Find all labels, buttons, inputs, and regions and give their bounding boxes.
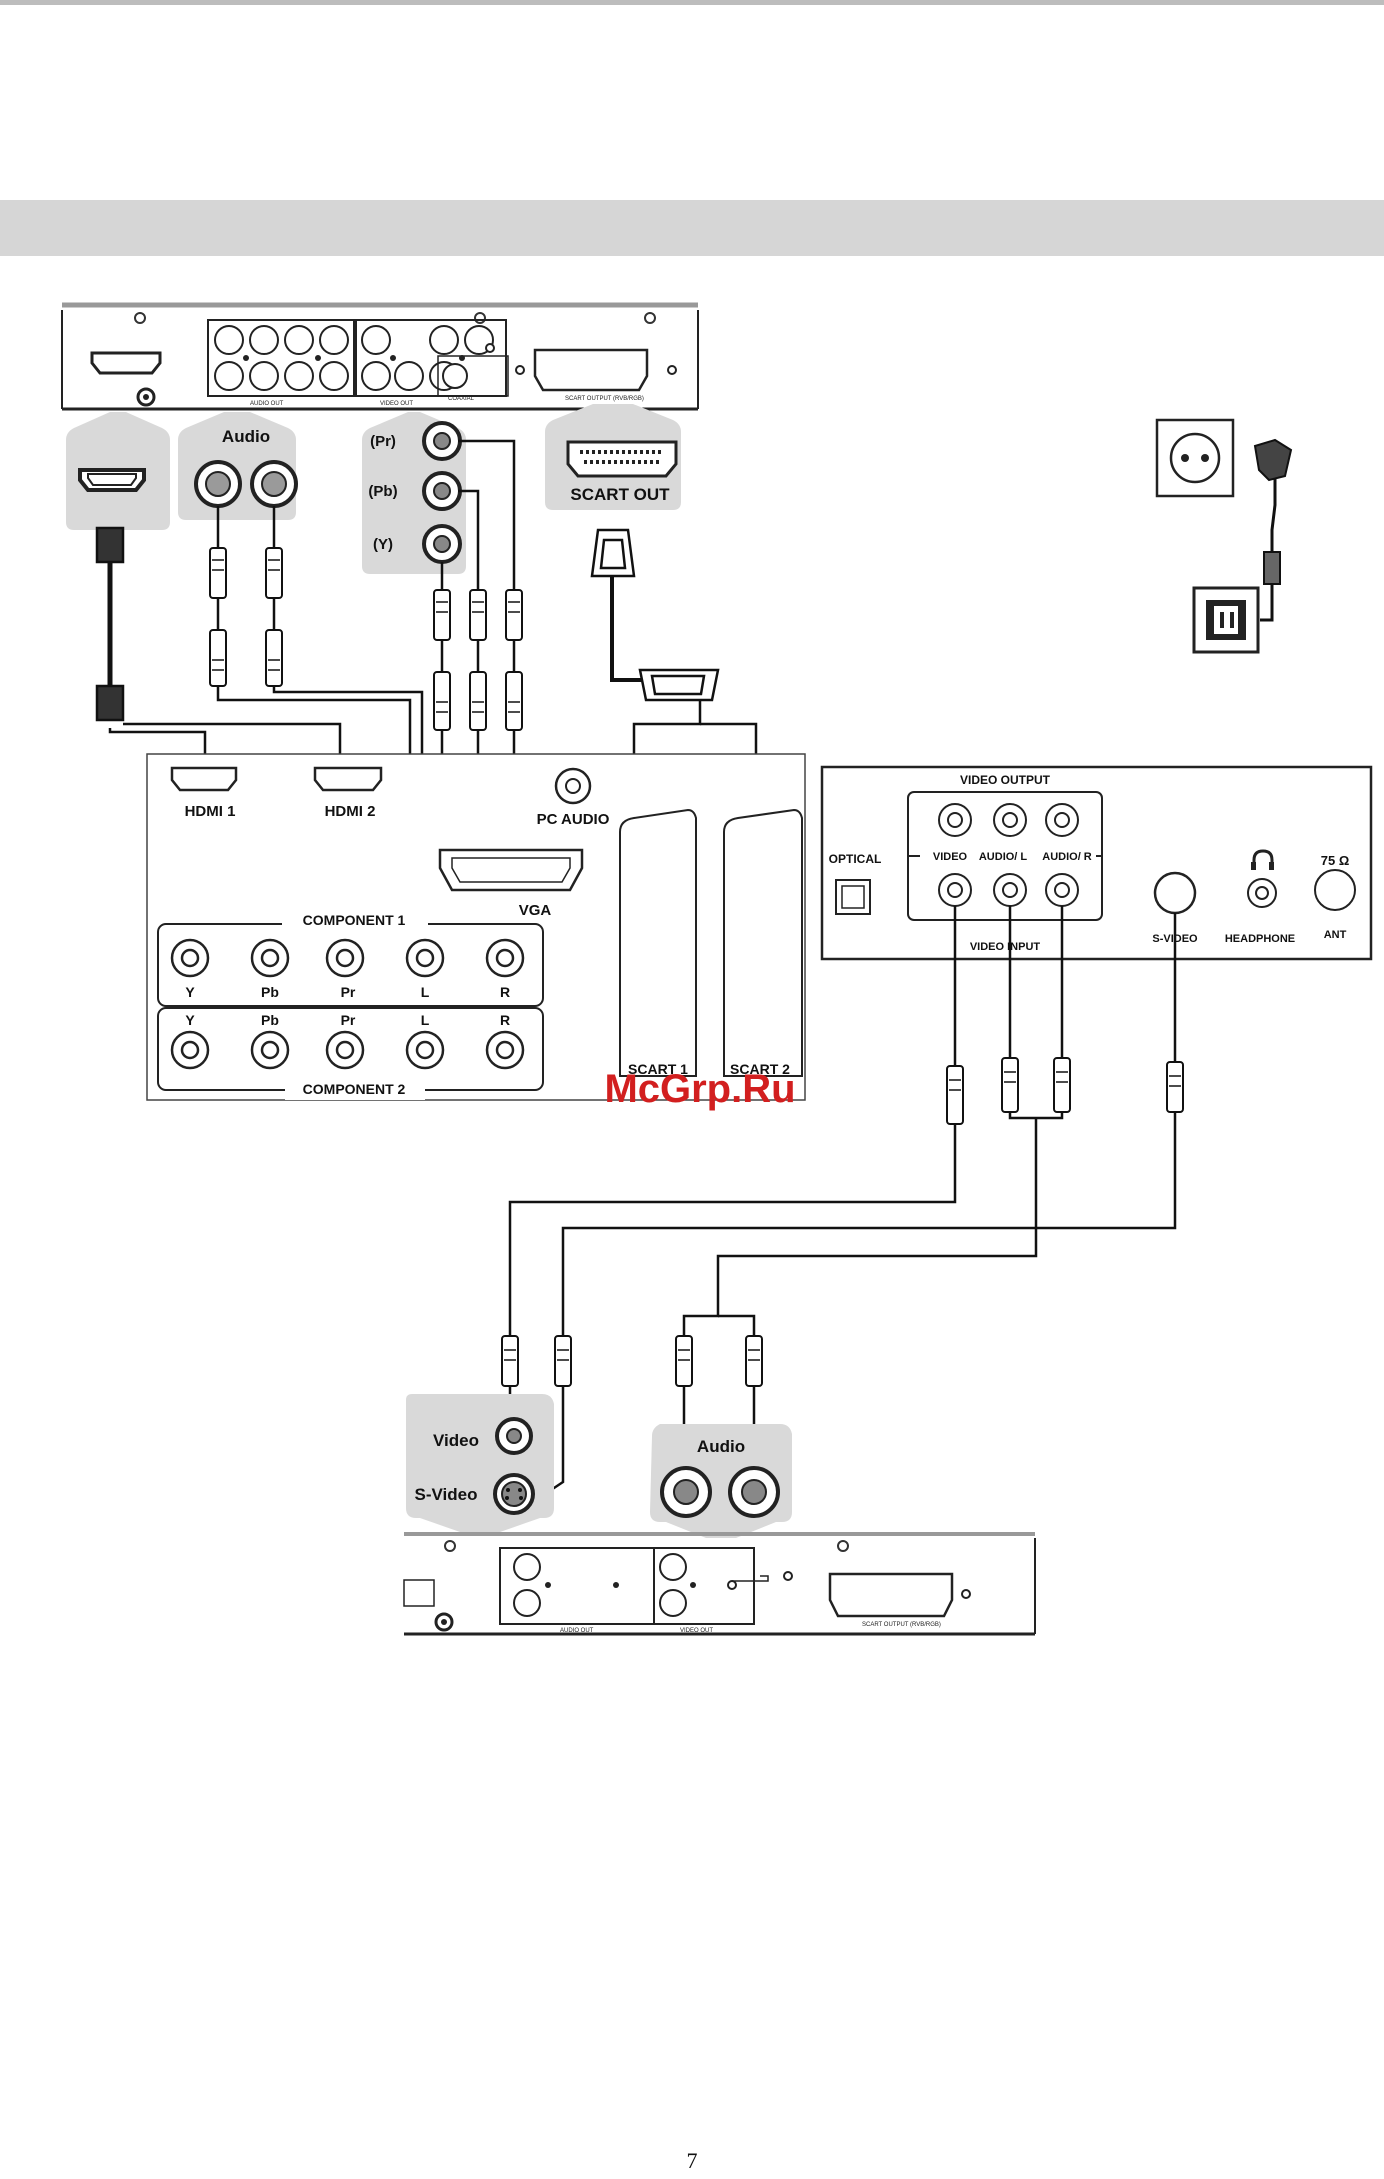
- scart-out-callout: SCART OUT: [545, 404, 681, 510]
- coaxial-small-label: COAXIAL: [448, 396, 475, 402]
- component-callout: (Pr) (Pb) (Y): [362, 412, 466, 574]
- audio-out-small-label: AUDIO OUT: [250, 401, 284, 407]
- scart-out-label: SCART OUT: [570, 485, 670, 504]
- optical-label: OPTICAL: [829, 852, 882, 866]
- tv-side-panel: VIDEO OUTPUT VIDEO AUDIO/ L AUDIO/ R VID…: [820, 765, 1373, 961]
- video-out-small-label: VIDEO OUT: [380, 401, 413, 407]
- headphone-label: HEADPHONE: [1225, 933, 1295, 945]
- power-section: [1155, 418, 1293, 654]
- power-outlet-icon: [1155, 418, 1235, 498]
- c2-pb-label: Pb: [261, 1012, 279, 1028]
- video-output-label: VIDEO OUTPUT: [960, 773, 1051, 787]
- hdmi-callout: [66, 412, 170, 530]
- hdmi1-label: HDMI 1: [185, 803, 236, 820]
- scart-output-small-label-bottom: SCART OUTPUT (RVB/RGB): [862, 1622, 941, 1628]
- scart2-label: SCART 2: [730, 1061, 790, 1077]
- top-rule: [0, 0, 1384, 5]
- video-callout-label: Video: [433, 1431, 479, 1450]
- pr-label: (Pr): [370, 433, 396, 450]
- rca-jack-icon: [214, 325, 349, 391]
- scart-plugs: [590, 528, 720, 702]
- video-svideo-callout: Video S-Video: [406, 1394, 554, 1532]
- audio-bottom-label: Audio: [697, 1437, 745, 1456]
- pb-label: (Pb): [368, 483, 397, 500]
- hdmi2-label: HDMI 2: [325, 803, 376, 820]
- c2-y-label: Y: [185, 1012, 195, 1028]
- scart-connector-icon: [566, 440, 678, 478]
- c2-r-label: R: [500, 1012, 510, 1028]
- hdmi-port-icon: [90, 351, 162, 375]
- power-plug-icon: [1253, 438, 1293, 622]
- video-input-label: VIDEO INPUT: [970, 941, 1041, 953]
- component2-label: COMPONENT 2: [303, 1081, 406, 1097]
- tv-rear-panel: HDMI 1 HDMI 2 PC AUDIO VGA SCART 1 SCART…: [146, 753, 806, 1101]
- s-video-jack-icon: [493, 1473, 535, 1515]
- audio-callout-bottom: Audio: [650, 1424, 792, 1538]
- component1-label: COMPONENT 1: [303, 912, 406, 928]
- page-number: 7: [686, 2148, 698, 2173]
- audio-r-label: AUDIO/ R: [1042, 851, 1092, 863]
- audio-callout-label: Audio: [222, 427, 270, 446]
- c1-pb-label: Pb: [261, 984, 279, 1000]
- c2-l-label: L: [421, 1012, 430, 1028]
- watermark: McGrp.Ru: [604, 1067, 795, 1111]
- c1-pr-label: Pr: [341, 984, 356, 1000]
- pc-audio-label: PC AUDIO: [537, 811, 610, 828]
- section-header-band: [0, 200, 1384, 256]
- dvd-player-rear-panel-bottom: AUDIO OUT VIDEO OUT SCART OUTPUT (RVB/RG…: [403, 1532, 1036, 1636]
- c2-pr-label: Pr: [341, 1012, 356, 1028]
- c1-y-label: Y: [185, 984, 195, 1000]
- s-video-callout-label: S-Video: [415, 1485, 478, 1504]
- c1-l-label: L: [421, 984, 430, 1000]
- dvd-player-rear-panel: AUDIO OUT VIDEO OUT COAXIAL SCART OUTPUT…: [61, 302, 699, 411]
- audio-out-small-label-bottom: AUDIO OUT: [560, 1628, 594, 1634]
- video-out-small-label-bottom: VIDEO OUT: [680, 1628, 713, 1634]
- video-label-out: VIDEO: [933, 851, 968, 863]
- ant-label: ANT: [1324, 929, 1347, 941]
- y-paren-label: (Y): [373, 536, 393, 553]
- scart1-label: SCART 1: [628, 1061, 688, 1077]
- headphone-icon: [1251, 849, 1274, 870]
- audio-l-label: AUDIO/ L: [979, 851, 1028, 863]
- c1-r-label: R: [500, 984, 510, 1000]
- audio-callout: Audio: [178, 412, 298, 520]
- vga-label: VGA: [519, 902, 552, 919]
- ohm-label: 75 Ω: [1321, 853, 1350, 868]
- scart-output-small-label: SCART OUTPUT (RVB/RGB): [565, 396, 644, 402]
